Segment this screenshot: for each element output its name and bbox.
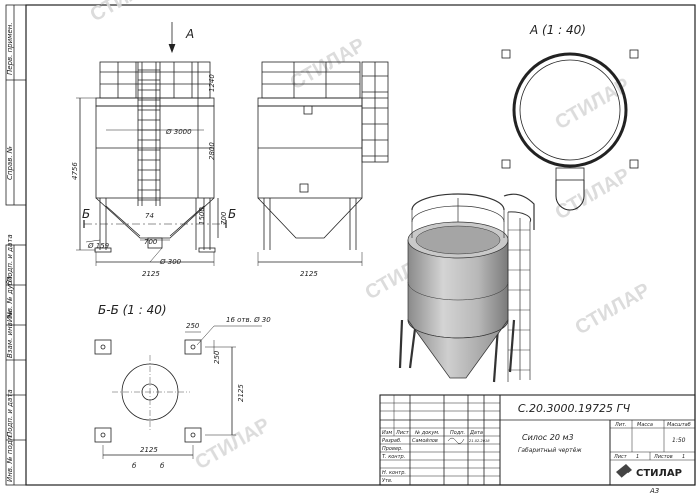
row-role: Утв. [382, 478, 393, 484]
section-foot-mark: б [160, 462, 165, 470]
dim-diameter: Ø 3000 [165, 128, 192, 136]
section-view-labels: Б-Б (1 : 40) 250 16 отв. Ø 30 250 2125 2… [98, 303, 271, 470]
section-mark-left: Б [82, 207, 90, 221]
format-label: А3 [649, 487, 659, 495]
col-header-doc: № докум. [414, 430, 440, 436]
lit-header: Лит. [614, 422, 627, 428]
dim-outlet-width: 700 [144, 238, 158, 246]
watermark: СТИЛАР [572, 279, 654, 339]
row-role: Н. контр. [382, 470, 406, 476]
section-foot-mark: б [132, 462, 137, 470]
scale-header: Масштаб [667, 422, 691, 428]
section-view [94, 325, 262, 459]
mass-header: Масса [637, 422, 653, 428]
col-header-list: Лист [395, 430, 410, 436]
side-view [257, 61, 389, 266]
side-dim-base-width: 2125 [300, 270, 318, 278]
dim-leg-height: 700 [220, 211, 228, 225]
watermark: СТИЛАР [192, 414, 274, 474]
watermark: СТИЛАР [552, 74, 634, 134]
title-block-text: С.20.3000.19725 ГЧ Изм Лист № докум. Под… [382, 402, 691, 484]
dim-cone-height: 1500 [198, 207, 206, 225]
dim-cylinder-height: 2800 [208, 142, 216, 160]
sheet-label: Лист [613, 454, 628, 460]
row-role: Разраб. [382, 438, 402, 444]
company-name: СТИЛАР [636, 468, 682, 479]
dim-base-width: 2125 [142, 270, 160, 278]
top-view [501, 49, 639, 211]
row-role: Т. контр. [382, 454, 405, 460]
dim-leg-diameter: Ø 159 [87, 242, 110, 250]
watermark: СТИЛАР [287, 34, 369, 94]
dim-roof-height: 1240 [208, 74, 216, 92]
margin-field: Подп. и дата [6, 234, 14, 282]
section-dim-span-w: 2125 [140, 446, 158, 454]
scale-value: 1:50 [672, 437, 686, 444]
margin-field: Подп. и дата [6, 389, 14, 437]
col-header-izm: Изм [382, 430, 392, 436]
dim-overall-height: 4756 [71, 162, 79, 180]
title-block [379, 394, 696, 486]
side-margin [5, 4, 27, 486]
signature [447, 437, 465, 444]
main-view-labels: А Б Б 4756 1240 2800 1500 700 Ø 3000 74 … [71, 27, 236, 278]
row-date: 21.02.2018 [469, 439, 490, 443]
view-arrow-label: А [185, 27, 194, 41]
margin-field: Инв. № подл. [6, 434, 14, 482]
isometric-view [398, 193, 535, 383]
sheets-count: 1 [682, 454, 685, 460]
row-role: Провер. [382, 446, 403, 452]
document-type: Габаритный чертёж [518, 447, 582, 454]
section-holes-note: 16 отв. Ø 30 [226, 316, 271, 324]
main-view [76, 22, 227, 266]
sheet-number: 1 [636, 454, 639, 460]
section-dim-plate: 250 [186, 322, 200, 330]
watermark: СТИЛАР [87, 0, 169, 26]
section-dim-plate-v: 250 [213, 350, 221, 364]
watermark: СТИЛАР [552, 164, 634, 224]
margin-field: Взам. инв. № [6, 310, 14, 358]
sheets-label: Листов [653, 454, 673, 460]
section-title: Б-Б (1 : 40) [98, 303, 167, 317]
margin-field: Инв. № дубл. [6, 274, 14, 322]
row-person: Самойлов [412, 438, 438, 444]
dim-outlet-flange: 74 [145, 212, 154, 220]
margin-field: Справ. № [6, 146, 14, 180]
product-name: Силос 20 м3 [522, 433, 574, 442]
company-logo: СТИЛАР [616, 464, 682, 479]
margin-field: Перв. примен. [6, 22, 14, 75]
col-header-sign: Подп. [450, 430, 465, 436]
section-dim-span-h: 2125 [237, 384, 245, 402]
dim-hatch-diameter: Ø 300 [159, 258, 182, 266]
side-margin-labels: Перв. примен. Справ. № Подп. и дата Инв.… [6, 22, 14, 482]
col-header-date: Дата [469, 430, 483, 436]
top-view-title: А (1 : 40) [529, 23, 586, 37]
section-mark-right: Б [228, 207, 236, 221]
drawing-designation: С.20.3000.19725 ГЧ [518, 402, 631, 415]
